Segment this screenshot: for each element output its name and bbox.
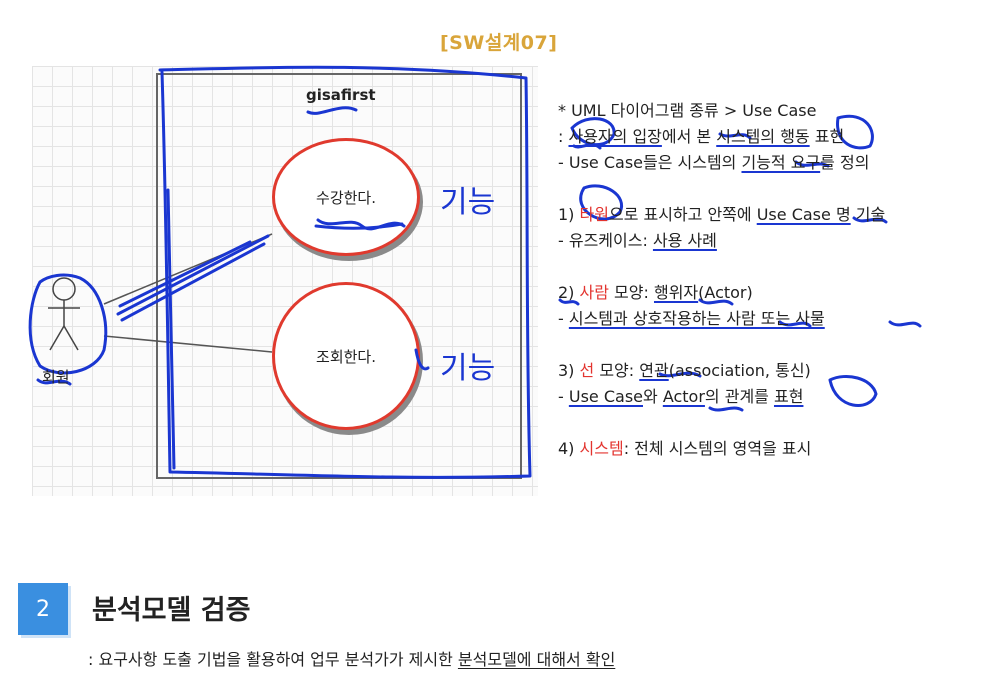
system-name: gisafirst <box>306 86 376 104</box>
actor-icon <box>48 277 80 351</box>
note-line: 2) 사람 모양: 행위자(Actor) <box>558 283 753 302</box>
section-description: : 요구사항 도출 기법을 활용하여 업무 분석가가 제시한 분석모델에 대해서… <box>88 650 616 669</box>
system-boundary <box>156 73 522 479</box>
pen-annotations <box>28 65 922 479</box>
diagram-canvas <box>32 66 538 496</box>
note-line: - Use Case들은 시스템의 기능적 요구를 정의 <box>558 153 870 172</box>
use-case-notes: * UML 다이어그램 종류 > Use Case : 사용자의 입장에서 본 … <box>558 98 983 462</box>
association-line-2 <box>103 335 273 353</box>
annotation-2: 기능 <box>440 351 495 386</box>
section-number-badge: 2 <box>18 583 68 635</box>
note-line: 3) 선 모양: 연관(association, 통신) <box>558 361 811 380</box>
annotation-1: 기능 <box>440 185 495 220</box>
note-line: - 시스템과 상호작용하는 사람 또는 사물 <box>558 309 825 328</box>
note-line: - 유즈케이스: 사용 사례 <box>558 231 717 250</box>
note-line: 1) 타원으로 표시하고 안쪽에 Use Case 명 기술 <box>558 205 886 224</box>
note-line: - Use Case와 Actor의 관계를 표현 <box>558 387 804 406</box>
slide-title: [SW설계07] <box>440 32 558 54</box>
actor-label: 회원 <box>42 368 70 386</box>
section-title: 분석모델 검증 <box>92 595 251 626</box>
note-line: 4) 시스템: 전체 시스템의 영역을 표시 <box>558 439 812 458</box>
use-case-enroll-label: 수강한다. <box>316 188 376 207</box>
note-line: : 사용자의 입장에서 본 시스템의 행동 표현 <box>558 127 845 146</box>
use-case-enroll: 수강한다. <box>272 138 420 256</box>
note-line: * UML 다이어그램 종류 > Use Case <box>558 101 817 120</box>
use-case-inquire-label: 조회한다. <box>316 347 376 366</box>
